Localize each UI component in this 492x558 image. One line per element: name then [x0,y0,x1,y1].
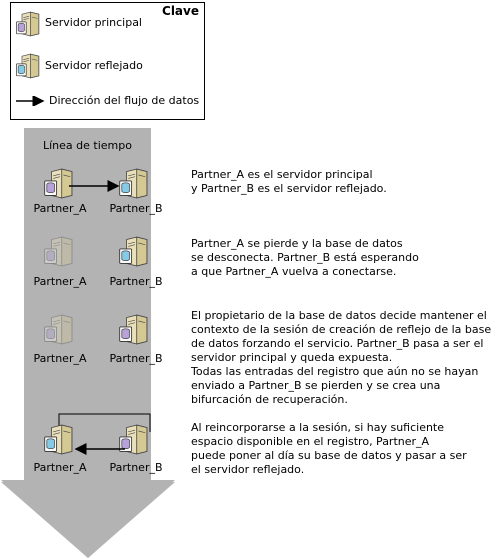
legend-title: Clave [162,4,199,18]
partner-a-disconnected-server-icon [44,314,73,345]
timeline-arrow [1,128,175,558]
stage-2-partner-a-label: Partner_A [33,275,87,288]
legend-box: Clave Servidor principal Servidor reflej… [10,2,205,120]
stage-4-partner-b-label: Partner_B [109,461,163,474]
stage-3-description: El propietario de la base de datos decid… [191,309,492,406]
stage-1-description: Partner_A es el servidor principal y Par… [191,168,387,195]
partner-b-principal-server-icon [119,314,148,345]
legend-flow-label: Dirección del flujo de datos [49,94,200,107]
flow-arrow-icon [16,96,45,106]
principal-server-icon [16,11,40,37]
stage-4-description: Al reincorporarse a la sesión, si hay su… [191,421,467,476]
stage-4-partner-a-label: Partner_A [33,461,87,474]
partner-b-mirror-server-icon [119,236,148,267]
stage-2-partner-b-label: Partner_B [109,275,163,288]
legend-principal-label: Servidor principal [45,16,142,29]
data-flow-arrow-a-to-b [69,180,120,192]
partner-a-disconnected-server-icon [44,236,73,267]
stage-3-partner-b-label: Partner_B [109,352,163,365]
legend-mirror-label: Servidor reflejado [45,59,143,72]
stage-2-description: Partner_A se pierde y la base de datos s… [191,237,419,278]
stage-3-partner-a-label: Partner_A [33,352,87,365]
mirror-server-icon [16,53,40,79]
data-flow-arrow-b-to-a [74,443,125,455]
stage-1-partner-a-label: Partner_A [33,202,87,215]
stage-1-partner-b-label: Partner_B [109,202,163,215]
session-connection-line [58,413,151,432]
timeline-title: Línea de tiempo [43,139,132,152]
